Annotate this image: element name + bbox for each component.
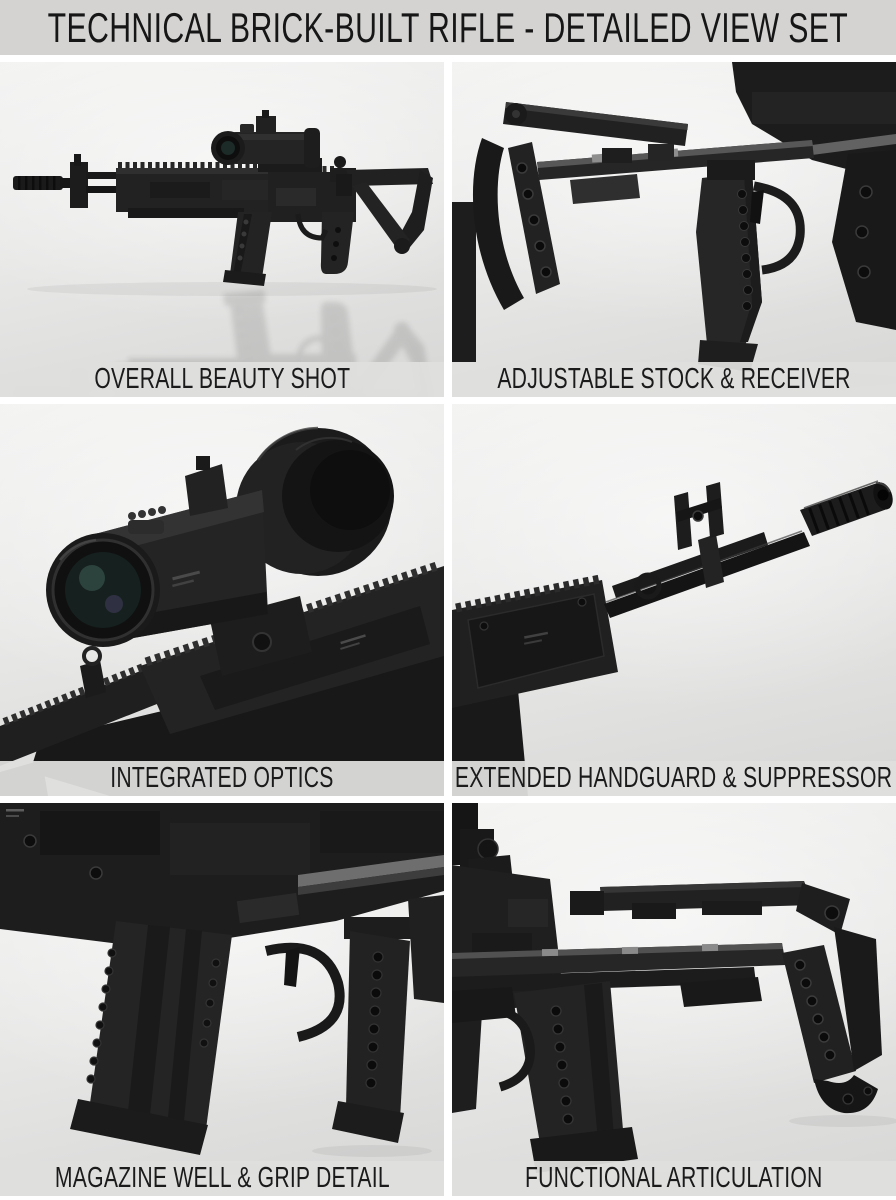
panel-adjustable-stock-receiver: ADJUSTABLE STOCK & RECEIVER (452, 62, 896, 397)
page-title: TECHNICAL BRICK-BUILT RIFLE - DETAILED V… (47, 3, 849, 51)
photo-integrated-optics (0, 404, 444, 796)
stock-receiver-illustration (452, 62, 896, 389)
caption-text: ADJUSTABLE STOCK & RECEIVER (497, 363, 851, 395)
panel-integrated-optics: INTEGRATED OPTICS (0, 404, 444, 796)
caption-bar: MAGAZINE WELL & GRIP DETAIL (0, 1161, 444, 1196)
panel-overall-beauty-shot: OVERALL BEAUTY SHOT (0, 62, 444, 397)
title-bar: TECHNICAL BRICK-BUILT RIFLE - DETAILED V… (0, 0, 896, 55)
caption-bar: FUNCTIONAL ARTICULATION (452, 1161, 896, 1196)
panel-functional-articulation: FUNCTIONAL ARTICULATION (452, 803, 896, 1196)
photo-magazine-well-grip (0, 803, 444, 1196)
magazine-grip-illustration (0, 803, 444, 1177)
optics-illustration (0, 426, 444, 796)
handguard-suppressor-illustration (452, 480, 893, 796)
articulation-illustration (452, 803, 896, 1185)
caption-text: MAGAZINE WELL & GRIP DETAIL (54, 1162, 390, 1194)
rifle-full-illustration (0, 110, 437, 397)
caption-text: FUNCTIONAL ARTICULATION (525, 1162, 823, 1194)
panel-extended-handguard-suppressor: EXTENDED HANDGUARD & SUPPRESSOR (452, 404, 896, 796)
caption-bar: INTEGRATED OPTICS (0, 761, 444, 796)
photo-adjustable-stock-receiver (452, 62, 896, 397)
photo-functional-articulation (452, 803, 896, 1196)
photo-overall-beauty-shot (0, 62, 444, 397)
caption-bar: OVERALL BEAUTY SHOT (0, 362, 444, 397)
caption-text: EXTENDED HANDGUARD & SUPPRESSOR (455, 762, 893, 794)
panel-magazine-well-grip: MAGAZINE WELL & GRIP DETAIL (0, 803, 444, 1196)
caption-bar: EXTENDED HANDGUARD & SUPPRESSOR (452, 761, 896, 796)
caption-text: OVERALL BEAUTY SHOT (94, 363, 350, 395)
photo-extended-handguard-suppressor (452, 404, 896, 796)
caption-text: INTEGRATED OPTICS (110, 762, 334, 794)
caption-bar: ADJUSTABLE STOCK & RECEIVER (452, 362, 896, 397)
photo-grid: OVERALL BEAUTY SHOT (0, 62, 896, 1196)
